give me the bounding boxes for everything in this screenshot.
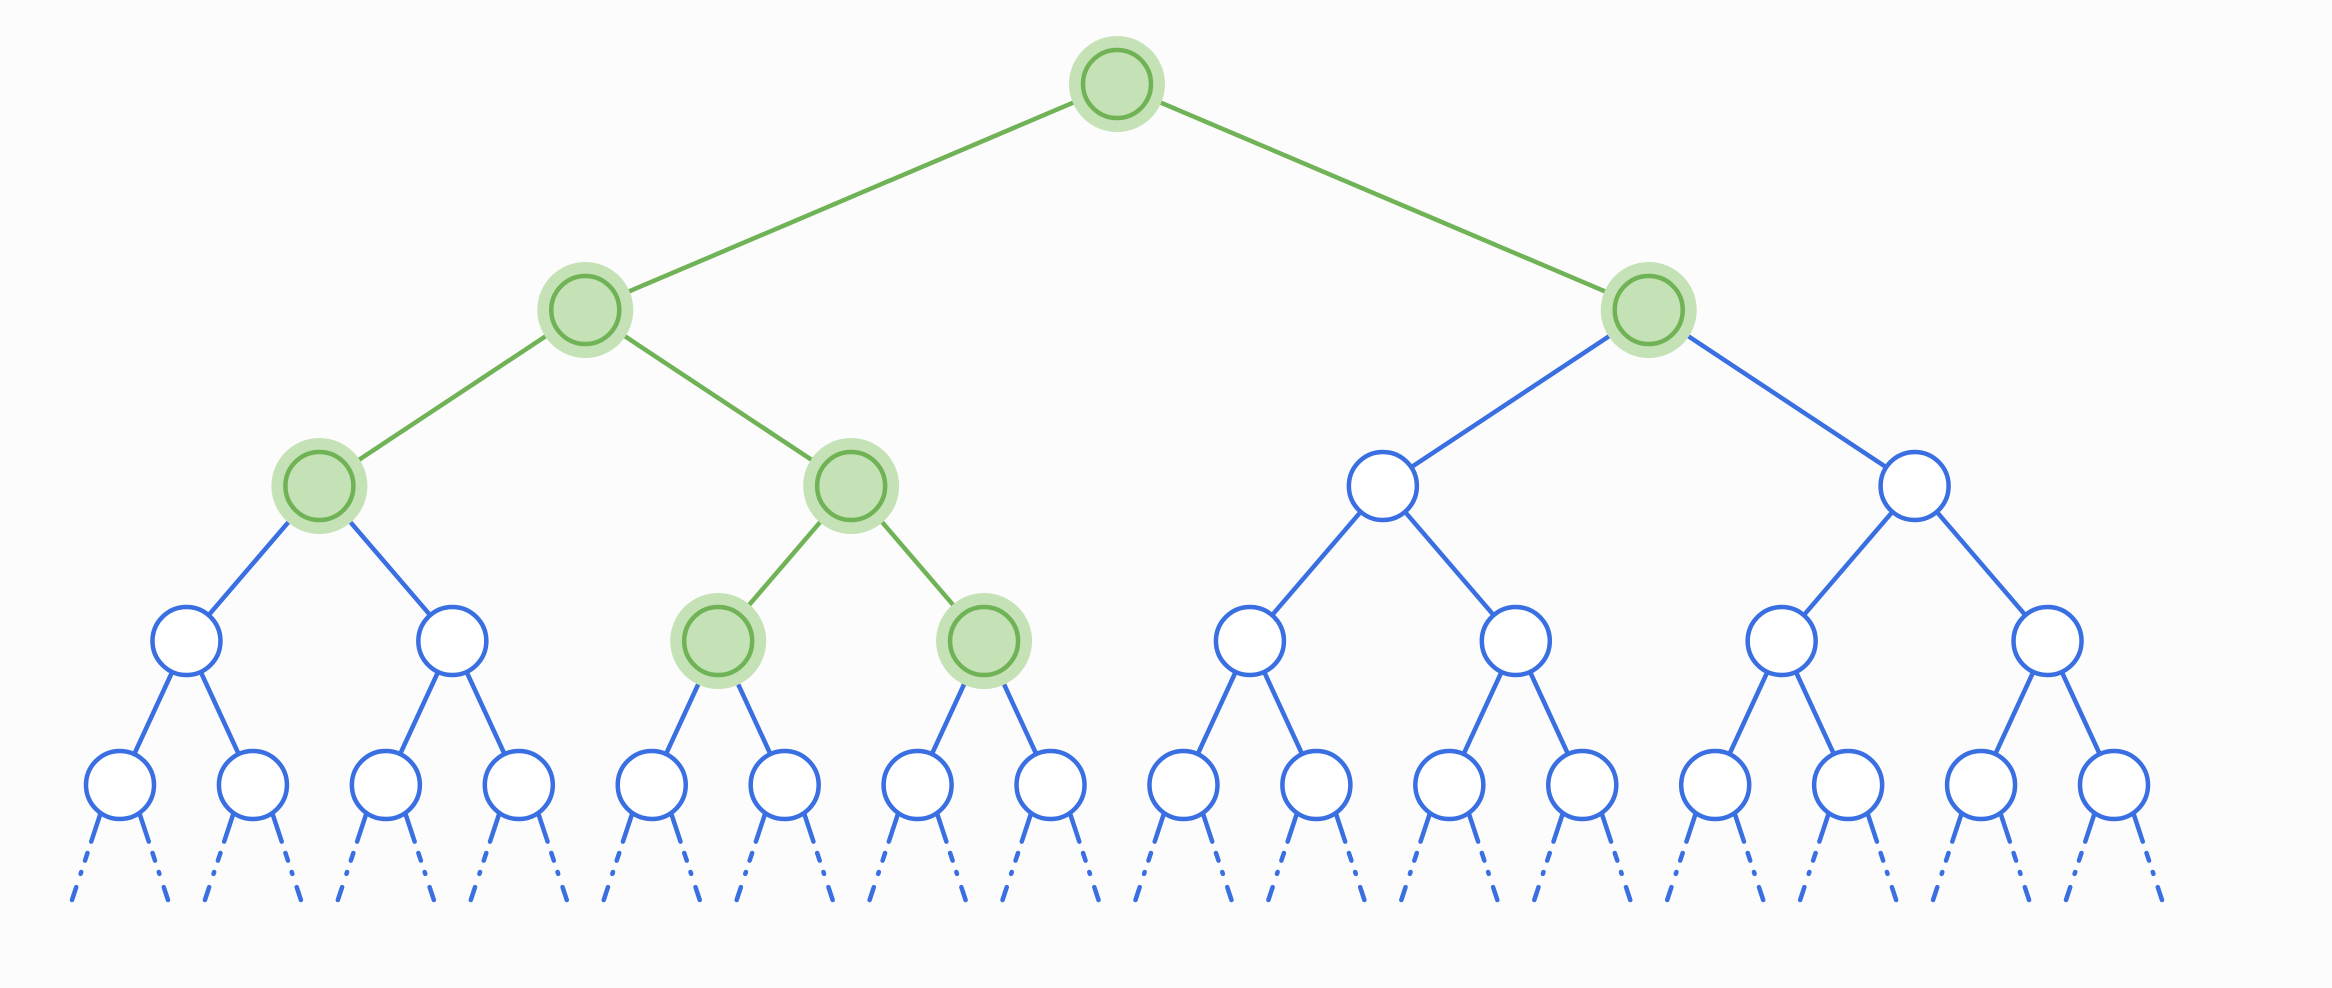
continuation-stub	[1600, 812, 1633, 903]
tree-edge	[464, 669, 507, 757]
tree-node	[416, 604, 489, 678]
tree-edge	[996, 669, 1039, 757]
tree-node	[1811, 748, 1885, 822]
tree-node	[748, 748, 821, 822]
continuation-stub	[403, 812, 437, 903]
tree-node	[1014, 748, 1087, 822]
tree-node-highlighted	[283, 449, 356, 523]
tree-edge	[730, 669, 773, 757]
tree-node	[1280, 748, 1353, 822]
continuation-stub	[1068, 812, 1101, 903]
continuation-stub	[734, 812, 767, 903]
tree-node	[2077, 748, 2151, 822]
continuation-stub	[802, 812, 835, 903]
tree-edge	[1793, 669, 1837, 757]
tree-node	[1147, 748, 1220, 822]
tree-edge	[1195, 669, 1238, 757]
tree-edge	[345, 326, 560, 470]
continuation-stub	[935, 812, 968, 903]
tree-edge	[1408, 326, 1623, 470]
tree-node-highlighted	[814, 449, 888, 523]
continuation-stub	[1000, 812, 1033, 903]
continuation-stub	[1133, 812, 1166, 903]
tree-edge	[1461, 669, 1504, 757]
tree-node-highlighted	[1612, 273, 1685, 347]
tree-node	[615, 748, 688, 822]
continuation-stub	[202, 812, 236, 903]
tree-edge	[663, 669, 707, 757]
tree-node	[349, 748, 423, 822]
tree-edge	[738, 509, 832, 618]
continuation-stub	[536, 812, 570, 903]
continuation-stub	[2131, 812, 2165, 903]
continuation-stub	[270, 812, 304, 903]
continuation-stub	[1865, 812, 1899, 903]
tree-edge	[1261, 669, 1305, 757]
tree-edge	[1269, 509, 1363, 618]
continuation-stub	[1266, 812, 1299, 903]
continuation-stub	[1930, 812, 1964, 903]
tree-node	[1678, 748, 1752, 822]
highlight-halos-layer	[271, 36, 1697, 689]
tree-edge	[131, 669, 175, 757]
tree-node	[1413, 748, 1486, 822]
tree-edge	[1402, 509, 1496, 618]
tree-edge	[614, 95, 1088, 299]
tree-node-highlighted	[947, 604, 1021, 678]
continuation-stub	[1334, 812, 1367, 903]
tree-edge	[206, 509, 300, 618]
tree-edge	[1934, 509, 2028, 618]
tree-node	[1878, 449, 1951, 523]
tree-node-highlighted	[549, 273, 622, 347]
tree-edge	[1527, 669, 1571, 757]
continuation-stub	[1467, 812, 1500, 903]
tree-edge	[1727, 669, 1770, 757]
continuation-stub	[69, 812, 103, 903]
tree-edge	[2059, 669, 2103, 757]
tree-node	[881, 748, 954, 822]
nodes-layer	[83, 47, 2151, 822]
continuation-stub	[867, 812, 900, 903]
tree-node	[1546, 748, 1619, 822]
continuation-stubs-layer	[69, 812, 2165, 903]
continuation-stub	[1797, 812, 1831, 903]
tree-node	[1346, 449, 1420, 523]
tree-node	[1745, 604, 1818, 678]
tree-node	[2011, 604, 2084, 678]
tree-node	[1944, 748, 2018, 822]
tree-edge	[198, 669, 241, 757]
continuation-stub	[1532, 812, 1565, 903]
continuation-stub	[137, 812, 171, 903]
tree-edge	[929, 669, 973, 757]
continuation-stub	[601, 812, 634, 903]
tree-edge	[611, 326, 826, 470]
tree-node-highlighted	[681, 604, 755, 678]
continuation-stub	[335, 812, 369, 903]
tree-node	[150, 604, 223, 678]
tree-edge	[1993, 669, 2036, 757]
continuation-stub	[1664, 812, 1698, 903]
continuation-stub	[468, 812, 502, 903]
tree-edge	[1801, 509, 1895, 618]
tree-edge	[1674, 326, 1889, 470]
tree-node	[482, 748, 556, 822]
tree-edge	[397, 669, 441, 757]
edges-layer	[131, 95, 2103, 757]
tree-edge	[1146, 95, 1620, 299]
tree-edge	[339, 509, 433, 618]
tree-node	[216, 748, 290, 822]
tree-node	[1479, 604, 1553, 678]
continuation-stub	[1201, 812, 1234, 903]
continuation-stub	[1732, 812, 1766, 903]
continuation-stub	[1998, 812, 2032, 903]
continuation-stub	[2063, 812, 2097, 903]
tree-node	[1213, 604, 1287, 678]
tree-edge	[871, 509, 965, 618]
continuation-stub	[669, 812, 702, 903]
tree-node	[83, 748, 157, 822]
tree-node-highlighted	[1080, 47, 1154, 121]
continuation-stub	[1399, 812, 1432, 903]
